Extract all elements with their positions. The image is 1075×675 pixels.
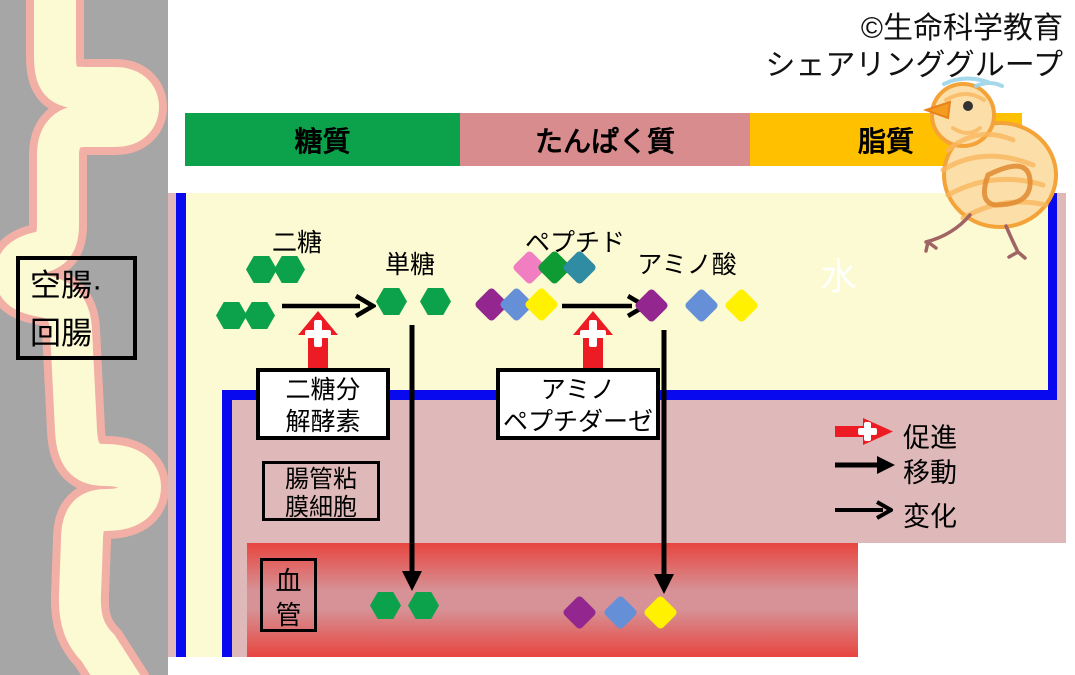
change-label: 変化 [903, 502, 957, 532]
mucosa-label-line1: 腸管粘 [285, 466, 357, 493]
lumen-border-right [1048, 193, 1057, 400]
nutrient-bar: 糖質 たんぱく質 脂質 [185, 113, 1022, 166]
intestine-illustration [0, 0, 168, 675]
protein-label: たんぱく質 [534, 125, 675, 157]
mucosa-label-line2: 膜細胞 [285, 494, 357, 521]
lumen-border-inner [222, 390, 232, 657]
promote-label: 促進 [903, 423, 957, 453]
nutrient-segment-carbohydrate: 糖質 [185, 113, 460, 166]
amino-acid-label: アミノ酸 [637, 251, 737, 279]
copyright-text: ©生命科学教育 シェアリンググループ [765, 10, 1063, 84]
change-arrow-icon [282, 294, 376, 318]
water-label: 水 [820, 256, 857, 297]
region-label-line2: 回腸 [30, 316, 92, 351]
mucosa-label-box: 腸管粘 膜細胞 [262, 461, 380, 521]
disaccharidase-line1: 二糖分 [285, 376, 361, 404]
monosaccharide-label: 単糖 [384, 251, 435, 279]
move-label: 移動 [903, 458, 957, 488]
hexagon-icon [216, 302, 247, 329]
disaccharidase-enzyme-box: 二糖分 解酵素 [256, 368, 390, 440]
move-arrow-icon [654, 330, 674, 594]
aminopeptidase-line1: アミノ [540, 376, 616, 404]
blood-vessel [247, 543, 858, 657]
disaccharide-label: 二糖 [271, 229, 322, 257]
carbohydrate-label: 糖質 [294, 125, 351, 157]
copyright-line2: シェアリンググループ [765, 49, 1063, 82]
promote-legend-arrow-icon [835, 418, 893, 445]
nutrient-segment-protein: たんぱく質 [460, 113, 750, 166]
intestinal-lumen [186, 193, 1048, 390]
intestine-sidebar: 空腸· 回腸 [0, 0, 168, 675]
region-label-line1: 空腸· [30, 268, 103, 303]
aminopeptidase-enzyme-box: アミノ ペプチダーゼ [496, 368, 660, 440]
vessel-label-box: 血 管 [260, 558, 317, 632]
lumen-border-left [176, 193, 186, 657]
disaccharidase-line2: 解酵素 [285, 408, 361, 436]
move-legend-arrow-icon [835, 456, 895, 474]
chick-illustration [922, 76, 1058, 260]
copyright-line1: ©生命科学教育 [860, 12, 1063, 45]
promote-arrow-icon [298, 311, 338, 373]
change-legend-arrow-icon [835, 500, 893, 520]
move-arrow-icon [402, 325, 422, 591]
promote-arrow-icon [573, 311, 613, 373]
intestinal-lumen-left-column [186, 193, 222, 657]
vessel-label-line1: 血 [275, 566, 302, 596]
fat-label: 脂質 [857, 125, 914, 157]
vessel-label-line2: 管 [275, 600, 302, 630]
main-panel: 水 二糖 単糖 二糖分 解酵素 ペプチド [168, 193, 1066, 657]
region-label-box: 空腸· 回腸 [16, 256, 137, 360]
aminopeptidase-line2: ペプチダーゼ [502, 408, 653, 436]
